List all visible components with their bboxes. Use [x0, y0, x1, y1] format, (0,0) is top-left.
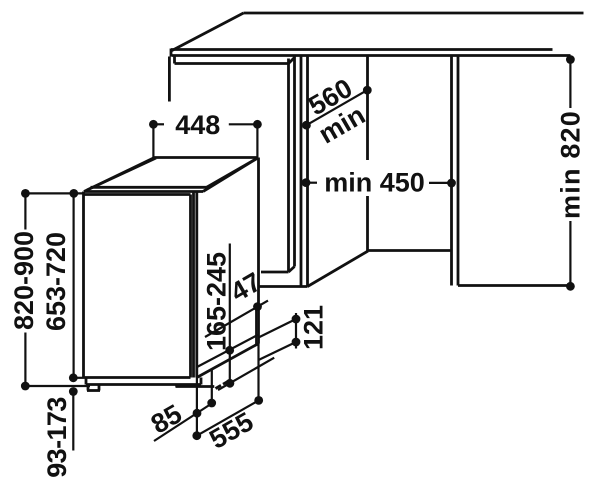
- svg-text:165-245: 165-245: [201, 252, 231, 351]
- svg-text:653-720: 653-720: [41, 232, 71, 331]
- svg-text:93-173: 93-173: [42, 397, 72, 478]
- svg-text:820-900: 820-900: [9, 231, 39, 330]
- svg-text:min 450: min 450: [324, 167, 425, 197]
- svg-text:448: 448: [175, 110, 220, 140]
- svg-text:min 820: min 820: [556, 110, 586, 219]
- svg-text:121: 121: [299, 305, 329, 350]
